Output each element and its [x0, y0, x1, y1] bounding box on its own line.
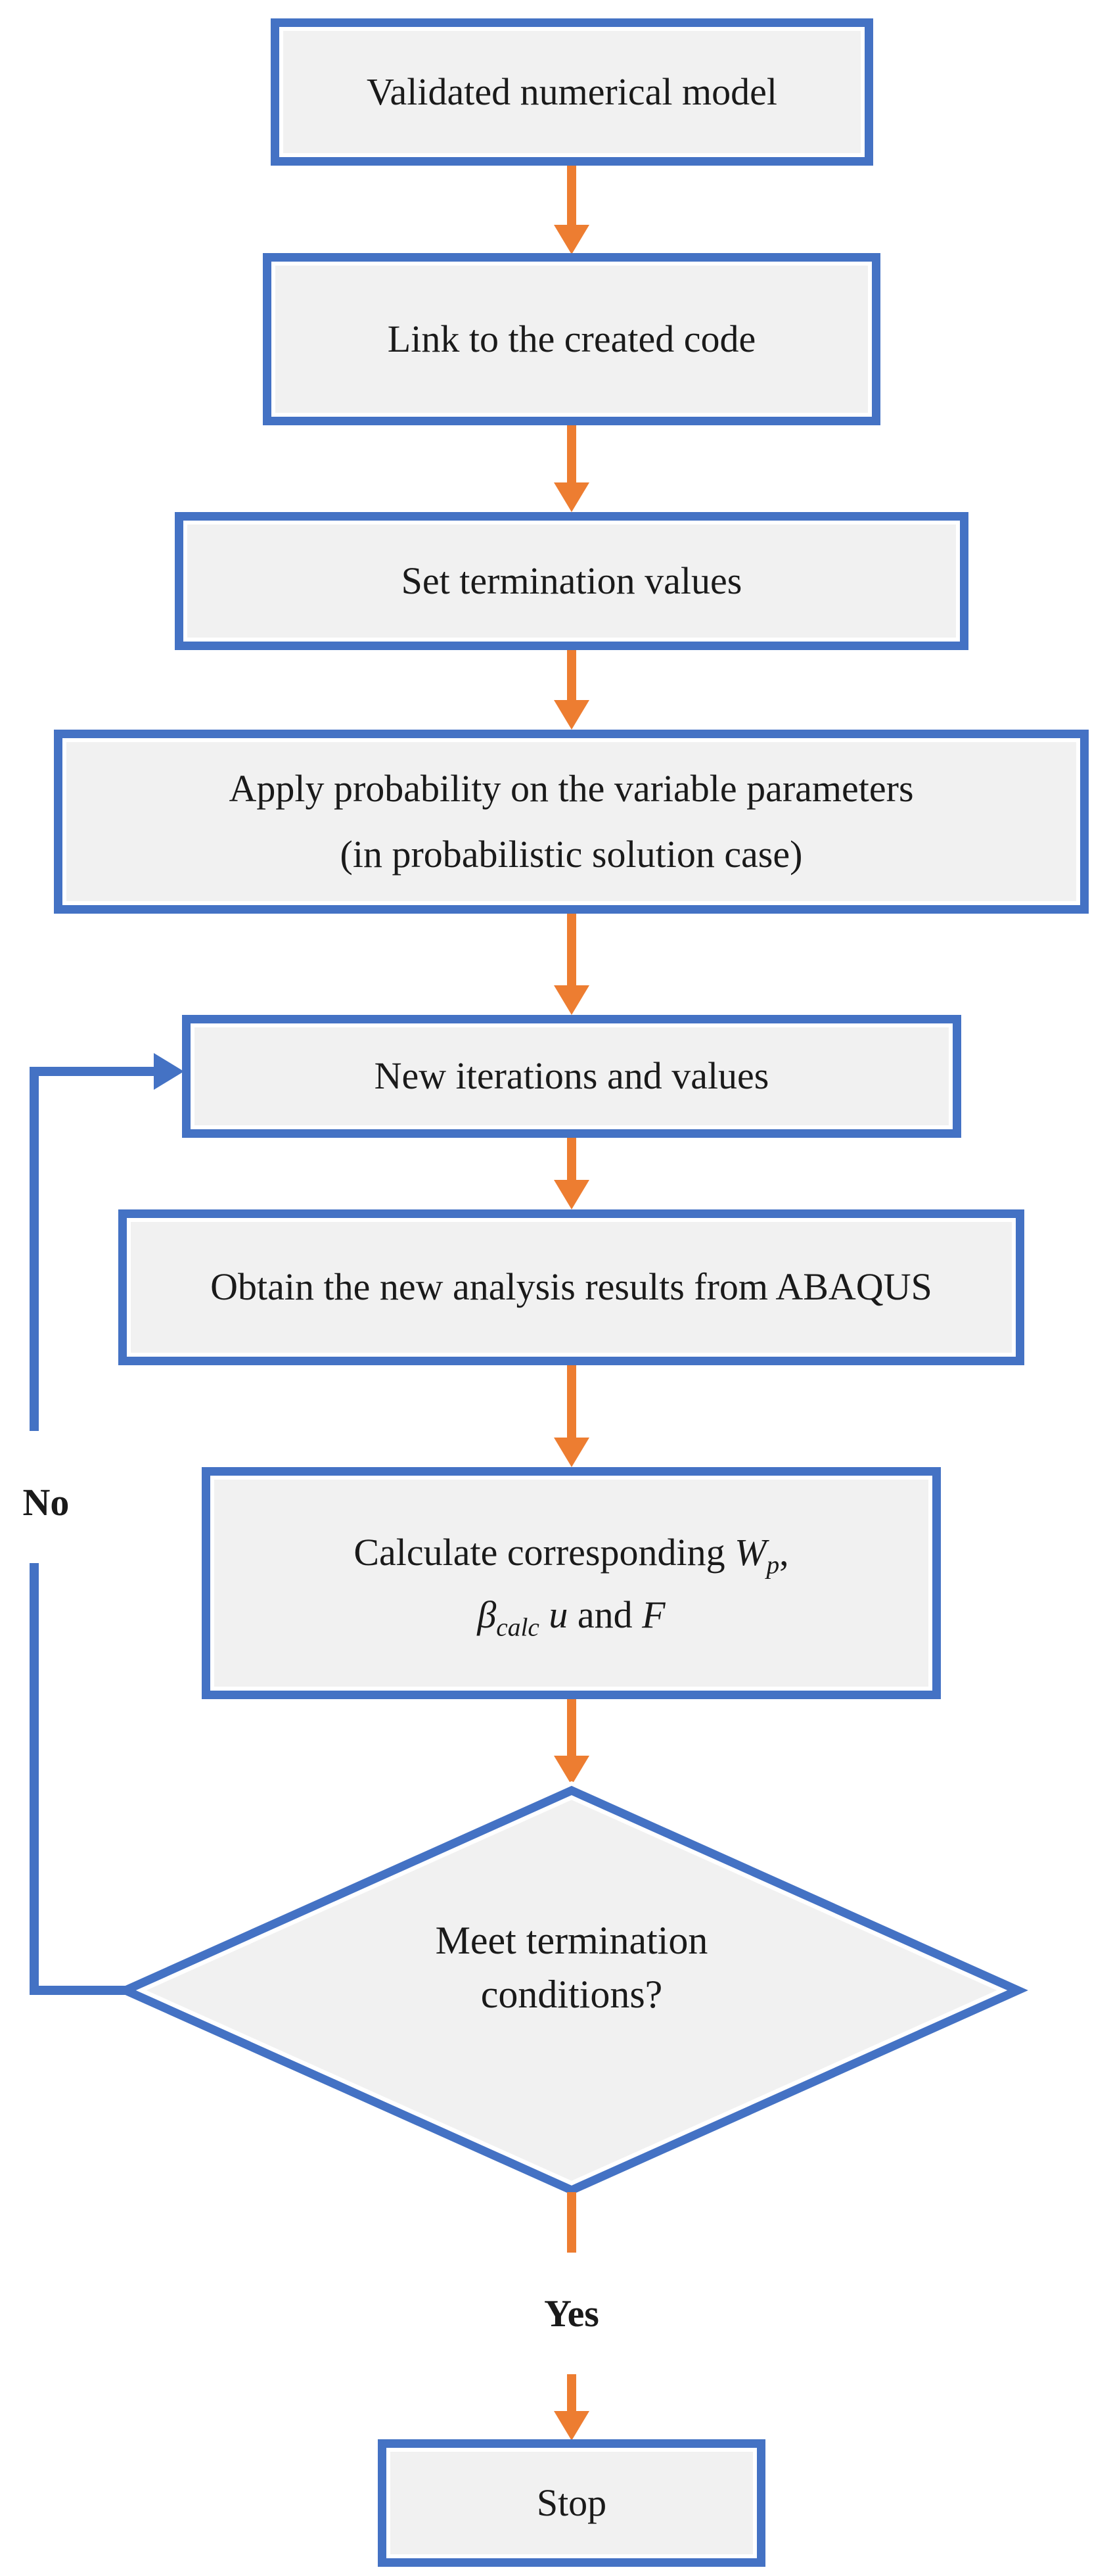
node-label: New iterations and values — [374, 1054, 769, 1098]
arrow-yes-to-stop — [567, 2374, 576, 2412]
arrowhead-down-icon — [554, 2411, 589, 2441]
arrow-apply-to-new-iterations — [567, 914, 576, 987]
node-label: Obtain the new analysis results from ABA… — [210, 1265, 932, 1309]
node-obtain-results-abaqus: Obtain the new analysis results from ABA… — [118, 1209, 1024, 1365]
apply-probability-line-1: Apply probability on the variable parame… — [229, 767, 914, 810]
node-set-termination-values: Set termination values — [175, 512, 968, 650]
and-word: and — [577, 1593, 633, 1636]
arrow-link-to-set-termination — [567, 425, 576, 484]
decision-line-1: Meet termination — [435, 1919, 708, 1962]
node-label: Calculate corresponding Wp, βcalc u and … — [353, 1521, 788, 1646]
comma: , — [779, 1530, 789, 1574]
arrowhead-right-icon — [154, 1053, 184, 1090]
f-symbol: F — [642, 1593, 666, 1636]
calculate-line-2: βcalc u and F — [353, 1583, 788, 1646]
arrowhead-down-icon — [554, 985, 589, 1015]
arrow-set-termination-to-apply — [567, 650, 576, 701]
node-apply-probability: Apply probability on the variable parame… — [54, 730, 1089, 914]
arrowhead-down-icon — [554, 482, 589, 512]
beta-symbol: β — [477, 1593, 497, 1636]
arrow-new-iterations-to-obtain — [567, 1138, 576, 1181]
node-link-to-created-code: Link to the created code — [263, 253, 880, 425]
connector-decision-yes-stub — [567, 2192, 576, 2253]
arrowhead-down-icon — [554, 1438, 589, 1467]
w-symbol: W — [735, 1530, 767, 1574]
apply-probability-line-2: (in probabilistic solution case) — [340, 833, 803, 876]
decision-line-2: conditions? — [480, 1973, 663, 2016]
node-label: Apply probability on the variable parame… — [229, 756, 913, 887]
decision-label: Meet termination conditions? — [120, 1785, 1023, 2195]
connector-no-loop-top — [30, 1067, 156, 1076]
decision-diamond — [104, 1781, 1039, 2200]
node-label: Link to the created code — [387, 317, 756, 360]
calculate-prefix: Calculate corresponding — [353, 1530, 725, 1574]
arrow-calculate-to-decision — [567, 1699, 576, 1757]
calculate-line-1: Calculate corresponding Wp, — [353, 1521, 788, 1583]
node-new-iterations-and-values: New iterations and values — [182, 1015, 961, 1138]
node-calculate-wp-beta: Calculate corresponding Wp, βcalc u and … — [202, 1467, 941, 1699]
arrow-obtain-to-calculate — [567, 1365, 576, 1439]
beta-subscript: calc — [496, 1612, 539, 1642]
arrowhead-down-icon — [554, 225, 589, 254]
node-stop: Stop — [378, 2439, 765, 2567]
arrowhead-down-icon — [554, 1180, 589, 1209]
connector-no-loop-bottom — [30, 1986, 135, 1995]
w-subscript: p — [766, 1550, 780, 1580]
edge-label-yes: Yes — [544, 2292, 599, 2335]
u-symbol: u — [549, 1593, 568, 1636]
node-validated-numerical-model: Validated numerical model — [271, 18, 873, 166]
arrowhead-down-icon — [554, 700, 589, 730]
edge-label-no: No — [22, 1481, 70, 1524]
decision-diamond-border — [115, 1785, 1028, 2195]
arrow-validated-to-link — [567, 166, 576, 226]
arrowhead-down-icon — [554, 1756, 589, 1785]
connector-no-loop-vertical-upper — [30, 1067, 39, 1431]
node-label: Set termination values — [401, 559, 742, 602]
connector-no-loop-vertical-lower — [30, 1563, 39, 1995]
node-label: Stop — [536, 2481, 607, 2524]
node-label: Validated numerical model — [367, 70, 777, 113]
